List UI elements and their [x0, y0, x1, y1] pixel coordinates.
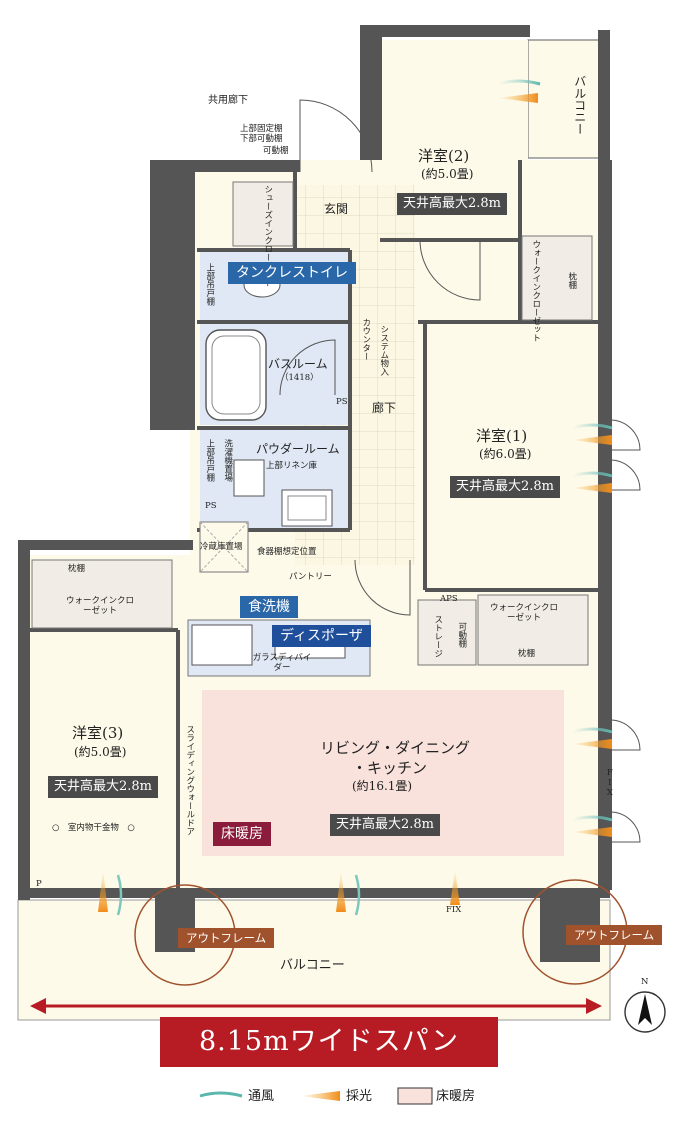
daylight-arrows	[98, 93, 612, 912]
hallway-label: 廊下	[372, 401, 397, 415]
bed1-name: 洋室(1)	[476, 427, 528, 445]
powder-name: パウダールーム	[256, 442, 340, 456]
balcony-top-area	[527, 39, 601, 159]
bed2-ceiling: 天井高最大2.8m	[397, 193, 508, 215]
outer-walls	[18, 25, 612, 962]
pillow-shelf-bed3-label: 枕棚	[68, 564, 86, 574]
door-swings	[279, 99, 641, 843]
bed3-name: 洋室(3)	[72, 724, 124, 742]
wic-bed3-label: ウォークインクローゼット	[65, 596, 134, 616]
pillow-shelf-center-label: 枕棚	[518, 649, 536, 659]
movable-shelf-label: 可動棚	[263, 146, 289, 156]
upper-fixed-shelf-label: 上部固定棚	[240, 124, 283, 134]
bed2-size: (約5.0畳)	[421, 167, 474, 181]
system-storage-label: システム物入	[378, 325, 389, 376]
glass-divider-label: ガラスディバイダー	[252, 653, 312, 673]
sliding-door-label: スライディングウォールドア	[184, 724, 195, 836]
common-corridor-label: 共用廊下	[208, 95, 248, 106]
bed3-ceiling: 天井高最大2.8m	[48, 776, 159, 798]
movable-shelf-center-label: 可動棚	[456, 622, 467, 648]
outframe-right-tag: アウトフレーム	[566, 925, 663, 945]
bath-size: （1418）	[280, 373, 319, 383]
ldk-name-2: ・キッチン	[352, 759, 428, 777]
fix-bottom-label: FIX	[446, 905, 462, 915]
dishwasher-tag: 食洗機	[240, 596, 298, 618]
ps-label-2: PS	[205, 501, 217, 511]
dish-shelf-label: 食器棚想定位置	[257, 547, 317, 557]
bed1-size: (約6.0畳)	[479, 447, 532, 461]
bed1-ceiling: 天井高最大2.8m	[450, 476, 561, 498]
ventilation-arrows	[497, 79, 613, 822]
legend-heat-swatch	[397, 1087, 433, 1105]
north-label: N	[641, 977, 649, 987]
storage-label: ストレージ	[432, 614, 443, 658]
entrance-label: 玄関	[324, 202, 349, 216]
wide-span-banner: 8.15mワイドスパン	[160, 1017, 498, 1067]
fridge-label: 冷蔵庫置場	[200, 542, 243, 552]
tankless-toilet-tag: タンクレストイレ	[228, 262, 356, 284]
bath-name: バスルーム	[268, 357, 328, 371]
ps-label-1: PS	[336, 397, 348, 407]
balcony-bottom-label: バルコニー	[280, 958, 345, 973]
fix-right-label: FIX	[604, 768, 615, 798]
legend-wind-swatch	[199, 1091, 243, 1098]
ldk-name-1: リビング・ダイニング	[320, 739, 471, 757]
wic-center-label: ウォークインクローゼット	[490, 603, 559, 623]
cooktop	[191, 624, 253, 666]
washer-box	[233, 459, 265, 497]
floor-heating-tag: 床暖房	[213, 822, 271, 846]
bathtub	[205, 329, 267, 421]
wic-bed2-label: ウォークインクローゼット	[530, 240, 541, 342]
shoes-closet-label: シューズインクローゼット	[262, 185, 273, 287]
washing-machine-label: 洗濯機置場	[222, 438, 233, 482]
legend-sun-swatch	[300, 1091, 340, 1101]
bed2-name: 洋室(2)	[418, 147, 470, 165]
legend-ventilation: 通風	[248, 1089, 275, 1104]
lower-movable-shelf-label: 下部可動棚	[240, 134, 283, 144]
legend-daylight: 採光	[346, 1089, 373, 1104]
ldk-ceiling: 天井高最大2.8m	[330, 814, 441, 836]
upper-cabinet-1-label: 上部吊戸棚	[204, 262, 215, 306]
upper-linen-label: 上部リネン庫	[266, 461, 318, 471]
balcony-top-label: バルコニー	[572, 75, 587, 135]
counter-label: カウンター	[360, 318, 371, 361]
drying-hardware-label: ○ 室内物干金物 ○	[52, 823, 135, 833]
partitions	[30, 160, 600, 895]
upper-cabinet-2-label: 上部吊戸棚	[204, 438, 215, 482]
disposer-tag: ディスポーザ	[272, 625, 371, 647]
bed3-size: (約5.0畳)	[74, 745, 127, 759]
ldk-size: (約16.1畳)	[352, 779, 413, 793]
legend-floor-heating: 床暖房	[436, 1089, 476, 1104]
ventilation-arrows-vertical	[116, 874, 361, 916]
pillow-shelf-bed2-label: 枕棚	[566, 271, 577, 289]
powder-sink	[281, 489, 333, 527]
pantry-label: パントリー	[289, 572, 332, 582]
balcony-bottom-area	[17, 899, 611, 1021]
aps-label: APS	[440, 594, 458, 604]
closets	[31, 181, 593, 666]
outframe-left-tag: アウトフレーム	[178, 928, 275, 948]
p-mark: P	[36, 879, 42, 889]
